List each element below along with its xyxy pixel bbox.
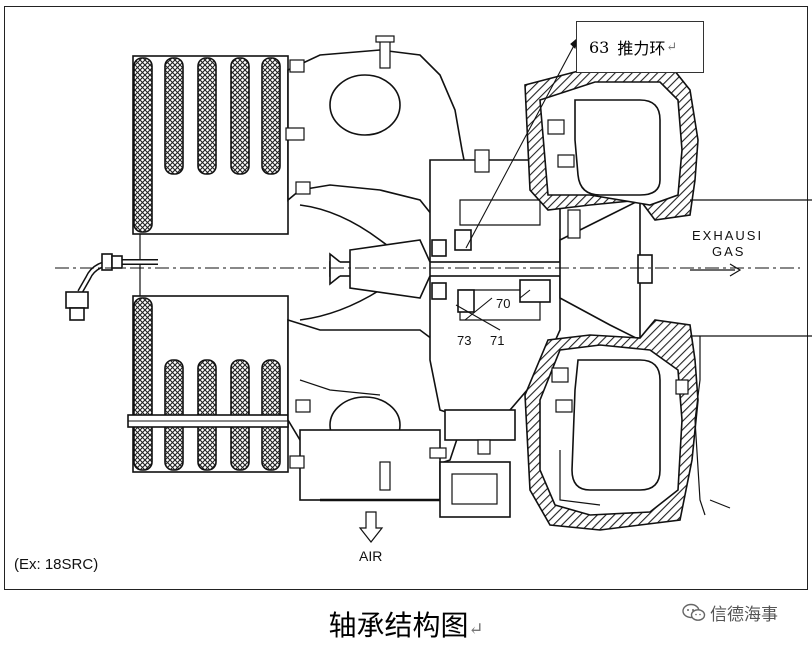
thrust-ring-callout: 63 推力环 ↵ [576,21,704,73]
exhaust-arrow [690,263,742,277]
turbine-casing [524,64,699,531]
watermark-text: 信德海事 [710,605,778,625]
exhaust-label-line1: EXHAUSI [692,228,763,243]
exhaust-outlet [690,199,812,516]
caption-text: 轴承结构图 [328,609,469,642]
casing-bolts [285,35,689,491]
callout-number: 63 [589,37,610,57]
example-note: (Ex: 18SRC) [14,556,99,573]
part-label-71: 71 [490,333,504,348]
return-mark-icon: ↵ [666,39,678,55]
air-arrow [358,511,384,543]
exhaust-label-line2: GAS [712,244,745,259]
bearing-housing [429,159,561,441]
watermark: 信德海事 [682,600,778,625]
wechat-icon [682,603,706,621]
part-label-70: 70 [496,296,510,311]
air-filter-silencer [127,55,289,473]
lubricating-pipe [65,253,158,321]
figure-caption: 轴承结构图↵ [0,604,812,644]
air-label: AIR [359,548,382,564]
return-mark-icon: ↵ [468,619,484,640]
callout-text: 推力环 [617,39,666,58]
part-label-73: 73 [457,333,471,348]
